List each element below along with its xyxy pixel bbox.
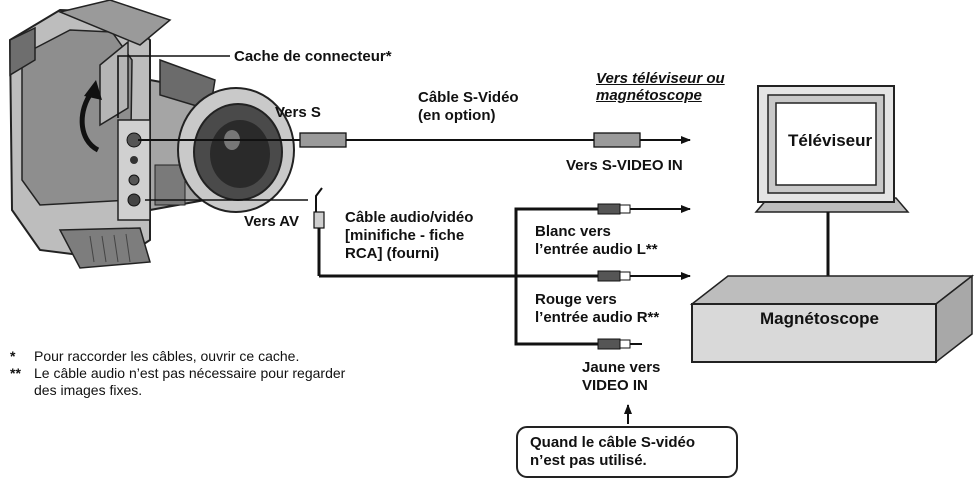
footnote-1-text: Pour raccorder les câbles, ouvrir ce cac… — [34, 348, 300, 364]
footnote-2-text-line1: Le câble audio n’est pas nécessaire pour… — [34, 365, 346, 381]
av-cable — [313, 187, 598, 346]
footnote-2: ** Le câble audio n’est pas nécessaire po… — [10, 365, 345, 382]
callout-label-line2: n’est pas utilisé. — [530, 452, 647, 469]
vers-av-label: Vers AV — [244, 213, 300, 230]
red-audio-label-line1: Rouge vers — [535, 291, 617, 308]
tv-illustration — [754, 85, 910, 213]
footnote-2-mark: ** — [10, 365, 21, 381]
connector-cover-label: Cache de connecteur* — [234, 48, 392, 65]
white-audio-label-line2: l’entrée audio L** — [535, 241, 658, 258]
footnote-2-cont: des images fixes. — [34, 382, 142, 399]
to-tv-vcr-label-line1: Vers téléviseur ou — [596, 70, 725, 87]
av-cable-label-line1: Câble audio/vidéo — [345, 209, 474, 226]
rca-plug-red — [597, 270, 691, 282]
svideo-cable — [138, 132, 691, 148]
svideo-cable-label-line1: Câble S-Vidéo — [418, 89, 519, 106]
leader-lines — [117, 55, 308, 201]
tv-label: Téléviseur — [788, 131, 873, 150]
vers-s-label: Vers S — [275, 104, 321, 121]
rca-plug-white — [597, 203, 691, 215]
svideo-cable-label-line2: (en option) — [418, 107, 496, 124]
rca-plug-yellow — [597, 338, 642, 350]
vcr-label: Magnétoscope — [760, 309, 880, 328]
callout-label-line1: Quand le câble S-vidéo — [530, 434, 696, 451]
callout-box — [516, 426, 738, 478]
to-tv-vcr-label-line2: magnétoscope — [596, 87, 702, 104]
yellow-video-label-line2: VIDEO IN — [582, 377, 648, 394]
red-audio-label-line2: l’entrée audio R** — [535, 309, 660, 326]
footnote-1-mark: * — [10, 348, 16, 364]
vcr-illustration — [689, 274, 975, 364]
yellow-video-label-line1: Jaune vers — [582, 359, 661, 376]
av-cable-label-line2: [minifiche - fiche — [345, 227, 465, 244]
av-cable-label-line3: RCA] (fourni) — [345, 245, 440, 262]
footnote-1: * Pour raccorder les câbles, ouvrir ce ca… — [10, 348, 299, 365]
vers-svideo-in-label: Vers S-VIDEO IN — [566, 157, 683, 174]
footnote-2-text-line2: des images fixes. — [34, 382, 143, 398]
white-audio-label-line1: Blanc vers — [535, 223, 611, 240]
